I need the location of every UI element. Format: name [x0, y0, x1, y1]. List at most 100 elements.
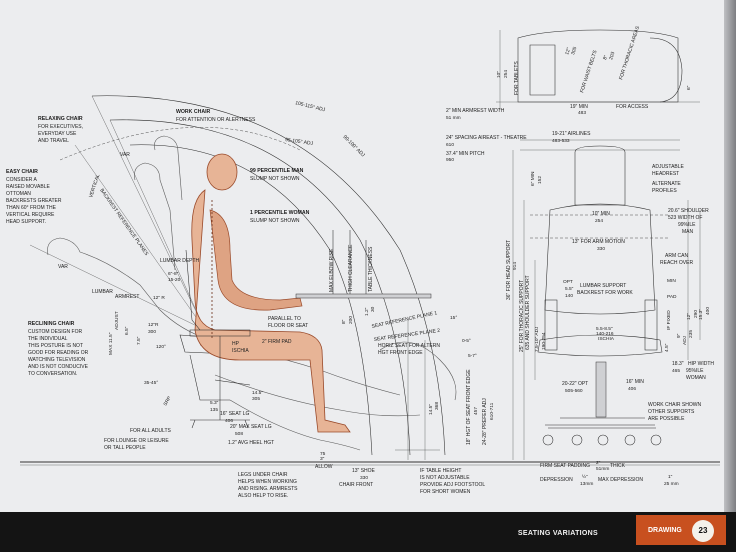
drawing-label: 13mm	[580, 481, 593, 487]
drawing-label: 465	[672, 368, 680, 374]
drawing-label: BACKRESTS GREATER	[6, 198, 62, 204]
preferred-ht-label: 24-28" PREFER ADJ	[482, 398, 488, 445]
drawing-label: REACH OVER	[660, 260, 693, 266]
section-title: SEATING VARIATIONS	[517, 530, 598, 537]
seat-lg16-mm: 406	[225, 418, 233, 424]
drawing-label: 305	[570, 46, 578, 56]
horiz-seat-label: HORIZ SEAT FOR ALTERN	[378, 343, 440, 349]
drawing-label: 406	[628, 386, 636, 392]
dim-30: 30	[370, 306, 376, 312]
adj-arc-3: 90-100° ADJ	[342, 134, 366, 158]
seat-ref-2-label: SEAT REFERENCE PLANE 2	[373, 328, 440, 343]
drawing-label: 51 mm	[446, 115, 461, 121]
drawing-label: ALTERNATE	[652, 181, 681, 187]
adj-arc-2: 95-105° ADJ	[285, 137, 314, 147]
drawing-label: WATCHING TELEVISION	[28, 357, 86, 363]
drawing-label: 914	[512, 262, 518, 270]
drawing-label: DEPRESSION	[540, 477, 573, 483]
drawing-label: OTHER SUPPORTS	[648, 409, 695, 415]
angle-3545-label: 35-45°	[144, 380, 158, 386]
percentile-man-note: 99 PERCENTILE MAN SLUMP NOT SHOWN	[250, 168, 304, 182]
seat-lg20-label: 20" MAX SEAT LG	[230, 424, 272, 430]
drawing-label: FOR ATTENTION OR ALERTNESS	[176, 117, 256, 123]
backrest-reference-label: BACKREST REFERENCE PLANES	[98, 188, 149, 258]
lounge-label-1: FOR LOUNGE OR LEISURE	[104, 438, 169, 444]
drawing-label: 610	[446, 142, 454, 148]
dim-12: 1.2"	[364, 307, 370, 316]
drawing-label: FOR THORACIC AREAS	[618, 25, 641, 81]
heel-label: 1.2" AVG HEEL HGT	[228, 440, 274, 446]
chair-front-label: CHAIR FRONT	[339, 482, 373, 488]
drawing-label: 483-533	[552, 138, 570, 144]
thigh-clearance-label: THIGH CLEARANCE	[348, 244, 354, 292]
drawing-label: 505-560	[565, 388, 583, 394]
drawing-label: ISCHIA	[598, 336, 615, 342]
adj-arc-1: 105-115° ADJ	[295, 100, 327, 113]
drawing-label: 950	[446, 157, 454, 163]
firm-pad-label: 2" FIRM PAD	[262, 339, 292, 345]
dim-3: 3"	[320, 456, 325, 462]
drawing-label: THAN 60° FROM THE	[6, 205, 57, 211]
v65-label: 6.5"	[124, 326, 130, 335]
drawing-label: 15.3"	[698, 309, 704, 320]
drawing-label: AND TRAVEL	[38, 138, 69, 144]
drawing-label: THIS POSTURE IS NOT	[28, 343, 83, 349]
parallel-label: PARALLEL TO	[268, 316, 301, 322]
dim-145b: 14.5"	[252, 390, 263, 396]
drawing-label: 235	[688, 330, 694, 338]
drawing-label: ADJ	[682, 335, 688, 345]
drawing-label: 36" FOR HEAD SUPPORT	[506, 240, 512, 300]
allow-label: ALLOW	[315, 464, 333, 470]
footer-bar: SEATING VARIATIONS	[0, 512, 736, 552]
r12-label: 12" R	[153, 295, 165, 301]
drawing-label: 140	[565, 293, 573, 299]
dim-8: 8"	[341, 319, 347, 324]
drawing-label: THE INDIVIDUAL	[28, 336, 68, 342]
drawing-label: WOMAN	[686, 375, 706, 381]
drawing-label: 25" FOR THORACIC SUPPORT	[519, 280, 525, 352]
drawing-label: 20.6" SHOULDER	[668, 208, 709, 214]
drawing-label: 635 AND SHOULDER SUPPORT	[525, 275, 531, 350]
drawing-label: 2"	[596, 460, 601, 466]
drawing-label: 6" MIN	[530, 171, 536, 186]
drawing-label: IF FIXED	[666, 310, 672, 330]
drawing-label: MAX DEPRESSION	[598, 477, 643, 483]
drawing-label: ADJUSTABLE	[652, 164, 685, 170]
hgt-seat-front-label: 18" HGT OF SEAT FRONT EDGE	[466, 369, 472, 445]
side-table	[295, 230, 440, 460]
drawing-label: RELAXING CHAIR	[38, 116, 83, 122]
seat-ref-1-label: SEAT REFERENCE PLANE 1	[371, 310, 438, 330]
angle-05-label: 0-5°	[462, 338, 471, 344]
front-view-chair	[496, 29, 701, 460]
drawing-label: 16" MIN	[626, 379, 644, 385]
drawing-label: 25 mm	[664, 481, 679, 487]
shoe-label: 13" SHOE	[352, 468, 376, 474]
drawing-label: 18.3"	[672, 361, 684, 367]
max-elbow-rise-label: MAX ELBOW RISE	[329, 248, 335, 292]
adjustment-arcs	[29, 95, 446, 456]
drawing-label: LUMBAR SUPPORT	[580, 283, 626, 289]
easy-chair-note: EASY CHAIR CONSIDER A RAISED MOVABLE OTT…	[6, 169, 62, 225]
table-thickness-label: TABLE THICKNESS	[368, 246, 374, 292]
drawing-label: 12"	[564, 47, 572, 56]
max-115-label: MAX 11.5"	[108, 332, 114, 355]
drawing-label: RECLINING CHAIR	[28, 321, 75, 327]
drawing-label: 254	[503, 70, 509, 78]
legs-label-1: LEGS UNDER CHAIR	[238, 472, 288, 478]
dim-145: 14.5"	[428, 404, 434, 415]
drawing-label: 2" MIN ARMREST WIDTH	[446, 108, 505, 114]
drawing-label: 95%ILE	[686, 368, 704, 374]
drawing-label: 5.5-8.5"	[596, 326, 613, 332]
drawing-label: 1 PERCENTILE WOMAN	[250, 210, 310, 216]
v75-label: 7.5"	[136, 336, 142, 345]
reclining-chair-note: RECLINING CHAIR CUSTOM DESIGN FOR THE IN…	[28, 321, 89, 377]
angle-15-label: 15°	[450, 315, 457, 321]
drawing-label: 20-22" OPT	[562, 381, 588, 387]
hgt-seat-front-mm: 457	[473, 407, 479, 415]
legs-label-3: AND RISING. ARMRESTS	[238, 486, 298, 492]
drawing-label: FOR EXECUTIVES,	[38, 124, 83, 130]
drawing-label: CONSIDER A	[6, 177, 38, 183]
seated-figure-99-percentile	[191, 153, 351, 433]
r12b-label: 12"R	[148, 322, 159, 328]
